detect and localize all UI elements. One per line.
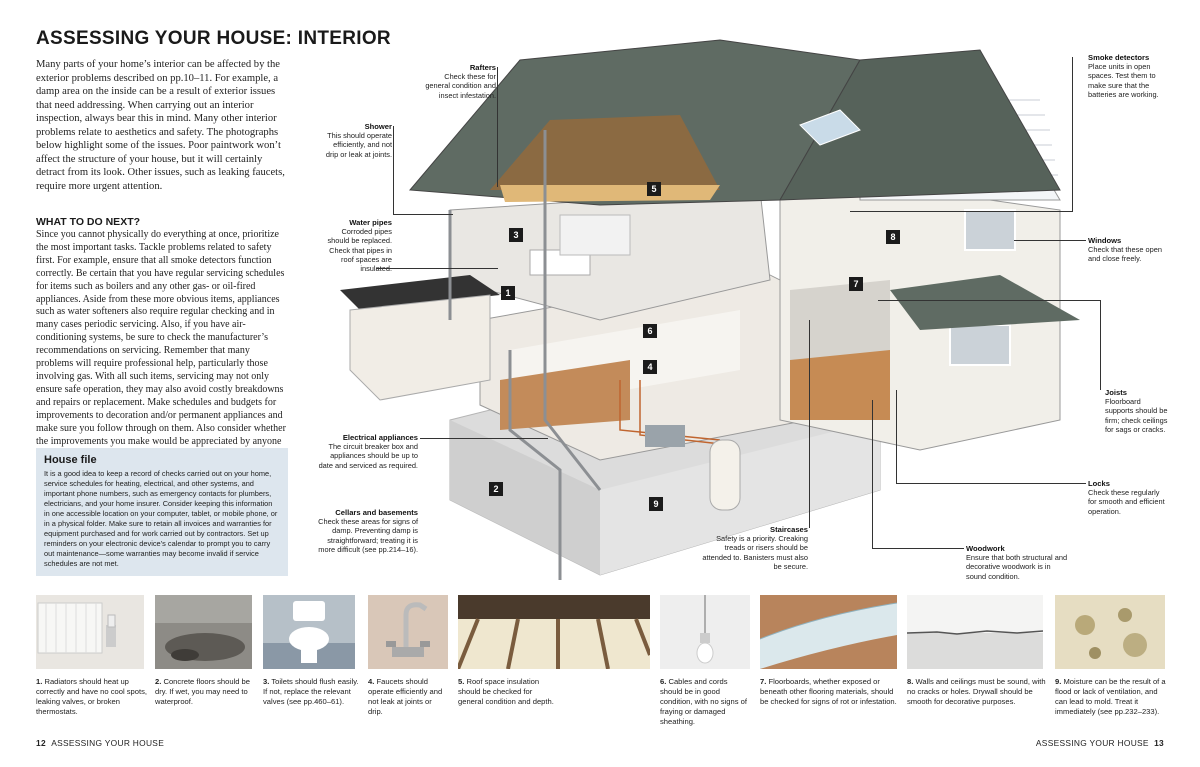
running-head-left: ASSESSING YOUR HOUSE — [51, 738, 165, 748]
leader-line — [872, 548, 964, 549]
page-number-right: 13 — [1154, 738, 1164, 748]
callout-smoke-detectors: Smoke detectors Place units in open spac… — [1088, 53, 1168, 99]
callout-rafters: Rafters Check these for general conditio… — [420, 63, 496, 100]
photo-floorboards — [760, 595, 897, 669]
photo-caption-6: 6. Cables and cords should be in good co… — [660, 677, 747, 726]
callout-text: This should operate efficiently, and not… — [325, 131, 392, 159]
marker-1: 1 — [501, 286, 515, 300]
marker-4: 4 — [643, 360, 657, 374]
photo-toilet — [263, 595, 355, 669]
photo-caption-2: 2. Concrete floors should be dry. If wet… — [155, 677, 251, 706]
photo-caption-4: 4. Faucets should operate efficiently an… — [368, 677, 443, 716]
callout-title: Shower — [364, 122, 392, 131]
callout-text: The circuit breaker box and appliances s… — [318, 442, 418, 470]
photo-caption-8: 8. Walls and ceilings must be sound, wit… — [907, 677, 1046, 706]
next-heading: WHAT TO DO NEXT? — [36, 216, 141, 228]
leader-line — [420, 438, 548, 439]
leader-line — [878, 300, 1100, 301]
callout-shower: Shower This should operate efficiently, … — [320, 122, 392, 159]
callout-cellars: Cellars and basements Check these areas … — [318, 508, 418, 554]
callout-text: Floorboard supports should be firm; chec… — [1105, 397, 1168, 434]
callout-title: Rafters — [469, 63, 496, 72]
photo-wall-crack — [907, 595, 1043, 669]
leader-line — [393, 214, 453, 215]
callout-text: Check these areas for signs of damp. Pre… — [318, 517, 418, 554]
callout-title: Electrical appliances — [342, 433, 418, 442]
photo-caption-5: 5. Roof space insulation should be check… — [458, 677, 554, 706]
marker-7: 7 — [849, 277, 863, 291]
house-file-box: House file It is a good idea to keep a r… — [36, 448, 288, 576]
callout-text: Check that these open and close freely. — [1088, 245, 1162, 264]
callout-joists: Joists Floorboard supports should be fir… — [1105, 388, 1169, 434]
callout-locks: Locks Check these regularly for smooth a… — [1088, 479, 1170, 516]
callout-title: Woodwork — [966, 544, 1005, 553]
marker-2: 2 — [489, 482, 503, 496]
callout-title: Smoke detectors — [1088, 53, 1150, 62]
leader-line — [896, 390, 897, 483]
callout-staircases: Staircases Safety is a priority. Creakin… — [700, 525, 808, 571]
callout-title: Cellars and basements — [335, 508, 418, 517]
leader-line — [896, 483, 1086, 484]
leader-line — [497, 67, 498, 187]
folio-right: ASSESSING YOUR HOUSE 13 — [1036, 738, 1164, 748]
photo-faucet — [368, 595, 448, 669]
callout-title: Water pipes — [349, 218, 392, 227]
callout-text: Check these regularly for smooth and eff… — [1088, 488, 1165, 516]
house-cutaway-illustration: 1 2 3 4 5 6 7 8 9 — [300, 20, 1100, 590]
leader-line — [1014, 240, 1086, 241]
photo-caption-9: 9. Moisture can be the result of a flood… — [1055, 677, 1166, 716]
callout-text: Corroded pipes should be replaced. Check… — [327, 227, 392, 273]
callout-title: Staircases — [770, 525, 808, 534]
callout-text: Check these for general condition and in… — [425, 72, 496, 100]
house-file-body: It is a good idea to keep a record of ch… — [44, 469, 278, 568]
photo-concrete-floor — [155, 595, 252, 669]
leader-line — [1100, 300, 1101, 390]
leader-line — [872, 400, 873, 548]
page-title: ASSESSING YOUR HOUSE: INTERIOR — [36, 28, 391, 49]
page-number-left: 12 — [36, 738, 46, 748]
leader-line — [393, 126, 394, 214]
folio-left: 12 ASSESSING YOUR HOUSE — [36, 738, 164, 748]
callout-title: Locks — [1088, 479, 1110, 488]
house-file-title: House file — [44, 454, 97, 466]
callout-electrical: Electrical appliances The circuit breake… — [318, 433, 418, 470]
marker-3: 3 — [509, 228, 523, 242]
callout-text: Ensure that both structural and decorati… — [966, 553, 1068, 581]
callout-title: Joists — [1105, 388, 1127, 397]
callout-text: Place units in open spaces. Test them to… — [1088, 62, 1159, 99]
photo-cable — [660, 595, 750, 669]
photo-mold — [1055, 595, 1165, 669]
leader-line — [376, 268, 498, 269]
callout-water-pipes: Water pipes Corroded pipes should be rep… — [318, 218, 392, 273]
photo-caption-1: 1. Radiators should heat up correctly an… — [36, 677, 148, 716]
callout-text: Safety is a priority. Creaking treads or… — [702, 534, 808, 571]
photo-strip: 1. Radiators should heat up correctly an… — [0, 595, 1200, 726]
intro-paragraph: Many parts of your home’s interior can b… — [36, 59, 285, 192]
next-body: Since you cannot physically do everythin… — [36, 229, 286, 459]
marker-5: 5 — [647, 182, 661, 196]
callout-title: Windows — [1088, 236, 1122, 245]
callout-windows: Windows Check that these open and close … — [1088, 236, 1168, 264]
marker-9: 9 — [649, 497, 663, 511]
photo-radiator — [36, 595, 144, 669]
photo-caption-3: 3. Toilets should flush easily. If not, … — [263, 677, 359, 706]
marker-6: 6 — [643, 324, 657, 338]
callout-woodwork: Woodwork Ensure that both structural and… — [966, 544, 1070, 581]
leader-line — [1072, 57, 1073, 212]
leader-line — [850, 211, 1072, 212]
leader-line — [809, 320, 810, 528]
photo-caption-7: 7. Floorboards, whether exposed or benea… — [760, 677, 897, 706]
running-head-right: ASSESSING YOUR HOUSE — [1035, 738, 1149, 748]
marker-8: 8 — [886, 230, 900, 244]
photo-roof-insulation — [458, 595, 650, 669]
